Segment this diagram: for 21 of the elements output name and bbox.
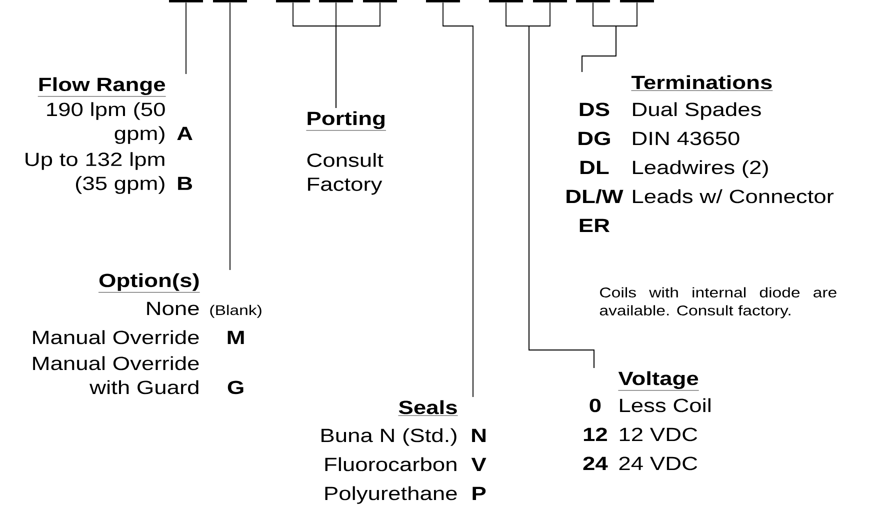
code-blank [319, 0, 353, 2]
leader-line [528, 2, 594, 368]
code-blank [276, 0, 310, 2]
code-blank [426, 0, 460, 2]
note-text: Coils with internal diode are available. Consult factory. [600, 287, 836, 318]
code-blank [169, 0, 203, 2]
leader-line [582, 2, 638, 72]
code-blank [576, 0, 610, 2]
code-blank [213, 0, 247, 2]
code-blank [533, 0, 567, 2]
porting-text: Porting Consult Factory [306, 111, 386, 195]
seals-table: Seals Buna N (Std.) N Fluorocarbon V Polyurethane P [322, 400, 486, 504]
leader-line [336, 2, 380, 108]
code-blank [620, 0, 654, 2]
options-table: Option(s) None (Blank) Manual Override M Manual Override with Guard G [33, 273, 262, 394]
leader-line [442, 2, 474, 398]
terminations-table: Terminations DS Dual Spades DG DIN 43650 DL Leadwires (2) DL/W Leads w/ Connector ER [566, 75, 834, 232]
code-blank [363, 0, 397, 2]
voltage-table: Voltage 0 Less Coil 12 12 VDC 24 24 VDC [583, 371, 710, 470]
code-blank [489, 0, 523, 2]
flow-range-table: Flow Range 190 lpm (50 gpm) A Up to 132 lpm (35 gpm) B [26, 77, 192, 194]
